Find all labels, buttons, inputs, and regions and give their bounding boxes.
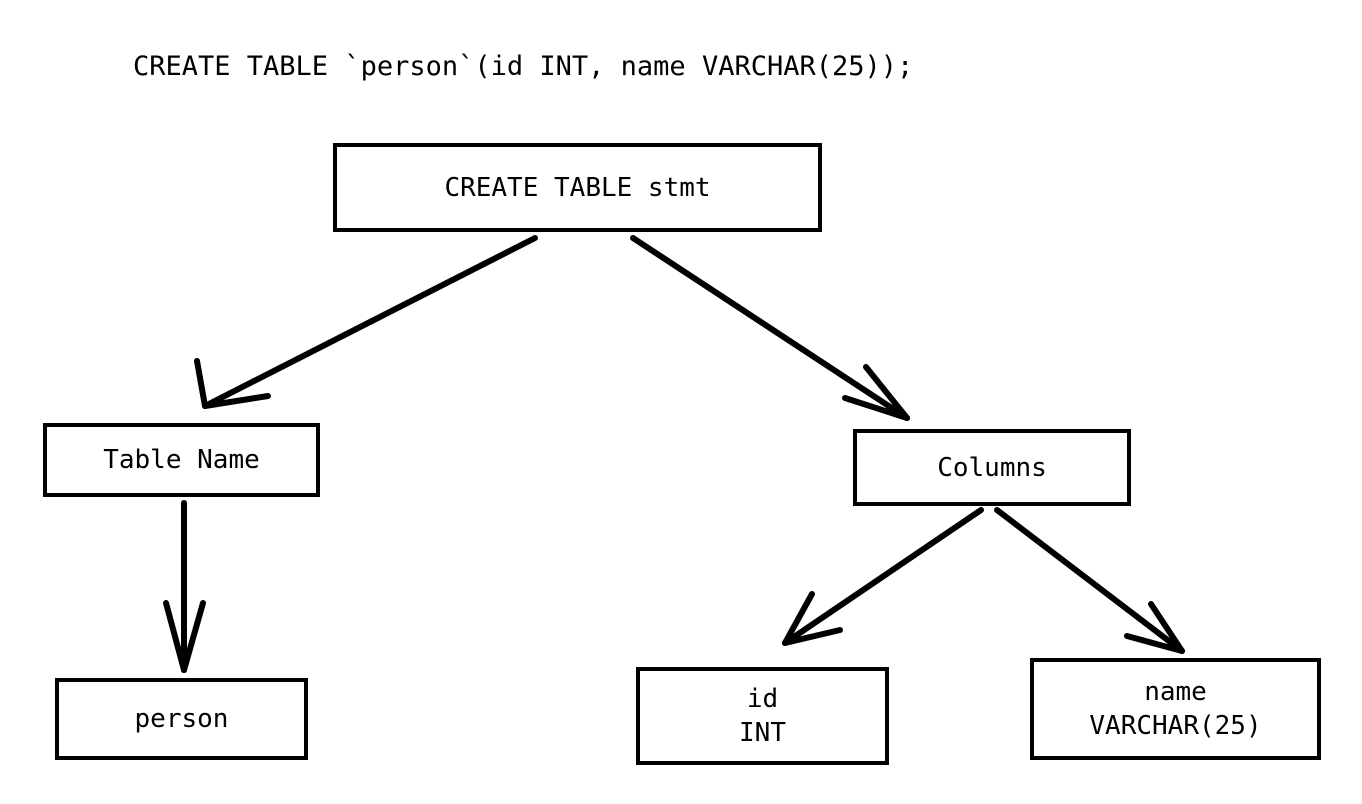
node-column-name[interactable]: name VARCHAR(25): [1030, 658, 1321, 760]
node-column-id[interactable]: id INT: [636, 667, 889, 765]
node-label-line: id: [746, 684, 779, 714]
node-label-line: Table Name: [103, 445, 260, 475]
node-label-line-2: VARCHAR(25): [1089, 711, 1262, 741]
edge-root-to-columns: [630, 235, 910, 421]
diagram-title: CREATE TABLE `person`(id INT, name VARCH…: [133, 51, 914, 82]
node-label-line-2: INT: [739, 718, 786, 748]
node-label-line: CREATE TABLE stmt: [444, 172, 711, 203]
node-person[interactable]: person: [55, 678, 308, 760]
edge-columns-to-col-name: [994, 507, 1185, 654]
node-table-name[interactable]: Table Name: [43, 423, 320, 497]
node-label-line: Columns: [937, 452, 1047, 483]
edge-root-to-table-name: [194, 235, 538, 409]
edge-table-name-to-person: [163, 500, 206, 673]
node-label-line: person: [134, 704, 229, 734]
node-columns[interactable]: Columns: [853, 429, 1131, 506]
node-label-line: name: [1144, 677, 1207, 707]
node-create-table-stmt[interactable]: CREATE TABLE stmt: [333, 143, 822, 232]
edge-columns-to-col-id: [782, 507, 984, 646]
